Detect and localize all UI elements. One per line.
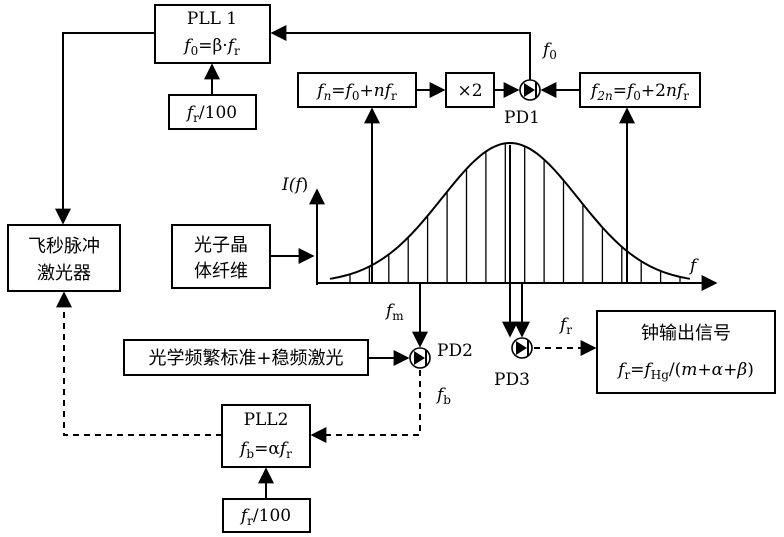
- fn-formula: fn=f0+nfr: [315, 81, 397, 103]
- times2-label: ×2: [457, 81, 482, 101]
- ref-top-label: fr/100: [185, 103, 237, 125]
- optical-std-label: 光学频繁标准+稳频激光: [148, 348, 343, 369]
- pd1-detector: [519, 79, 541, 101]
- laser-line1: 飞秒脉冲: [28, 236, 100, 257]
- times2-box: ×2: [445, 72, 495, 108]
- f2n-formula: f2n=f0+2nfr: [589, 81, 689, 103]
- pd3-detector: [511, 337, 533, 359]
- laser-box: 飞秒脉冲 激光器: [7, 224, 121, 292]
- pd2-label: PD2: [437, 341, 473, 361]
- ref-bottom-label: fr/100: [239, 506, 291, 528]
- ref-bottom-box: fr/100: [222, 498, 311, 533]
- f2n-box: f2n=f0+2nfr: [579, 72, 701, 108]
- optical-std-box: 光学频繁标准+稳频激光: [123, 339, 369, 376]
- f0-label: f0: [541, 40, 557, 62]
- gaussian-envelope: [329, 141, 691, 280]
- clock-box: 钟输出信号 fr=fHg/(m+α+β): [596, 310, 776, 394]
- fm-label: fm: [384, 301, 404, 323]
- axis-y-label: I(f): [281, 175, 308, 195]
- pd1-to-pll1-arrow: [270, 25, 531, 80]
- fb-label: fb: [435, 385, 451, 407]
- fiber-line2: 体纤维: [194, 261, 248, 282]
- axis-x-label: f: [688, 256, 699, 276]
- pd1-label: PD1: [504, 108, 540, 128]
- pll1-to-laser-arrow: [55, 32, 155, 225]
- fn-box: fn=f0+nfr: [297, 72, 417, 108]
- pll1-box: PLL 1 f0=β·fr: [154, 4, 271, 64]
- pd2-to-pll2-arrow: [310, 370, 421, 443]
- pd2-detector: [409, 347, 431, 369]
- pll2-to-laser-arrow: [56, 291, 222, 436]
- fr-label: fr: [558, 315, 572, 337]
- pd3-label: PD3: [494, 370, 530, 390]
- pll2-box: PLL2 fb=αfr: [221, 404, 311, 468]
- fiber-line1: 光子晶: [194, 235, 248, 256]
- clock-formula: fr=fHg/(m+α+β): [616, 360, 754, 382]
- fiber-box: 光子晶 体纤维: [171, 224, 271, 289]
- comb-teeth: [349, 144, 681, 283]
- pll2-title: PLL2: [244, 410, 289, 430]
- laser-line2: 激光器: [37, 263, 91, 284]
- pll1-formula: f0=β·fr: [182, 36, 240, 58]
- ref-top-box: fr/100: [168, 94, 257, 130]
- pll2-formula: fb=αfr: [238, 439, 292, 461]
- pll1-title: PLL 1: [187, 9, 237, 29]
- clock-title: 钟输出信号: [641, 323, 731, 344]
